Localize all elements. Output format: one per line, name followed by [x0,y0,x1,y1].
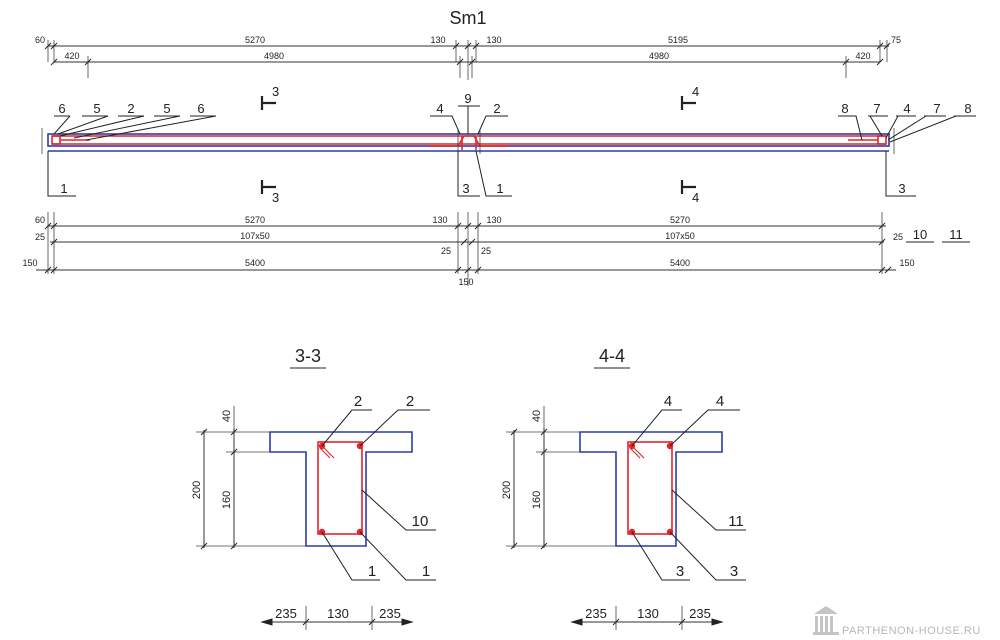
callout-top-4a: 4 [436,101,443,116]
section-3-title: 3-3 [295,346,321,366]
dim-bottom-mid-left: 25 [441,246,451,256]
callout-top-4b: 4 [903,101,910,116]
section-mark-left-top: 3 [272,84,279,99]
section-4-bar-bottom-left: 3 [676,563,684,580]
section-4-dim-total: 200 [501,481,513,499]
callout-bottom-3a: 3 [462,181,469,196]
section-3-bar-bottom-left: 1 [368,563,376,580]
section-4-dim-web: 160 [531,491,543,509]
dim-bottom-outer-right: 150 [899,258,914,268]
section-3-dim-total: 200 [191,481,203,499]
callout-top-9: 9 [464,91,471,106]
section-mark-right-bottom: 4 [692,190,699,205]
dim-top-bar-left-offset: 420 [64,51,79,61]
bottom-dimensions: 60 5270 130 130 5270 25 107x50 107x50 25… [22,212,970,287]
section-mark-left-bottom: 3 [272,190,279,205]
section-3-width-web: 130 [327,606,349,621]
top-dimensions: 60 5270 130 130 5195 75 420 4980 4980 42… [35,35,901,80]
callout-top-2b: 2 [493,101,500,116]
callout-top-8a: 8 [841,101,848,116]
callout-top-7a: 7 [873,101,880,116]
callout-top-2a: 2 [127,101,134,116]
parthenon-logo-icon [813,606,839,635]
dim-bottom-len-right: 5400 [670,258,690,268]
dim-bottom-gap-right: 130 [486,215,501,225]
callout-top-5a: 5 [93,101,100,116]
section-4-bar-bottom-right: 3 [730,563,738,580]
legend-11: 11 [949,227,963,242]
dim-bottom-gap-left: 130 [432,215,447,225]
dim-bottom-left-end: 60 [35,215,45,225]
section-4-stirrup: 11 [728,513,744,530]
watermark-text: PARTHENON-HOUSE.RU [842,625,981,637]
callout-bottom-1b: 1 [496,181,503,196]
bottom-callouts: 1 3 1 3 [47,150,916,197]
callout-top-6b: 6 [197,101,204,116]
dim-top-bar-right-offset: 420 [855,51,870,61]
dim-bottom-len-left: 5400 [245,258,265,268]
section-4-width-left: 235 [585,606,607,621]
callout-bottom-3b: 3 [898,181,905,196]
section-3-width-left: 235 [275,606,297,621]
dim-top-gap-right: 130 [486,35,501,45]
callout-top-7b: 7 [933,101,940,116]
dim-bottom-edge-right: 25 [893,232,903,242]
dim-bottom-stirrups-left: 107x50 [240,231,270,241]
section-4-bar-top-left: 4 [664,393,672,410]
section-mark-right-top: 4 [692,84,699,99]
dim-bottom-span-right: 5270 [670,215,690,225]
dim-bottom-edge-left: 25 [35,232,45,242]
dim-top-bar-right-len: 4980 [649,51,669,61]
legend-10: 10 [913,227,927,242]
section-4-title: 4-4 [599,346,625,366]
dim-top-span-right: 5195 [668,35,688,45]
top-callouts: 6 5 2 5 6 4 9 2 8 7 4 7 8 [53,91,976,143]
section-3-bar-bottom-right: 1 [422,563,430,580]
section-3-dim-flange: 40 [221,410,233,422]
callout-top-6a: 6 [58,101,65,116]
section-3-dim-web: 160 [221,491,233,509]
watermark: PARTHENON-HOUSE.RU [813,606,981,637]
section-4-4: 4-4 200 160 40 4 4 11 3 3 [501,346,746,630]
dim-bottom-span-left: 5270 [245,215,265,225]
beam-elevation [41,128,895,154]
callout-top-5b: 5 [163,101,170,116]
section-3-3: 3-3 200 160 40 2 2 10 1 [191,346,436,630]
dim-bottom-mid-right: 25 [481,246,491,256]
dim-top-gap-left: 130 [430,35,445,45]
section-4-dim-flange: 40 [531,410,543,422]
dim-top-span-left: 5270 [245,35,265,45]
section-marks: 3 3 4 4 [260,84,699,205]
dim-bottom-stirrups-right: 107x50 [665,231,695,241]
dim-top-left-end: 60 [35,35,45,45]
section-3-bar-top-right: 2 [406,393,414,410]
section-3-bar-top-left: 2 [354,393,362,410]
drawing-title: Sm1 [449,8,486,28]
section-4-bar-top-right: 4 [716,393,724,410]
dim-top-bar-left-len: 4980 [264,51,284,61]
section-4-width-web: 130 [637,606,659,621]
dim-bottom-outer-left: 150 [22,258,37,268]
section-4-width-right: 235 [689,606,711,621]
dim-top-right-end: 75 [891,35,901,45]
dim-bottom-center: 150 [458,277,473,287]
callout-bottom-1a: 1 [60,181,67,196]
section-3-width-right: 235 [379,606,401,621]
callout-top-8b: 8 [964,101,971,116]
section-3-stirrup: 10 [412,513,429,530]
